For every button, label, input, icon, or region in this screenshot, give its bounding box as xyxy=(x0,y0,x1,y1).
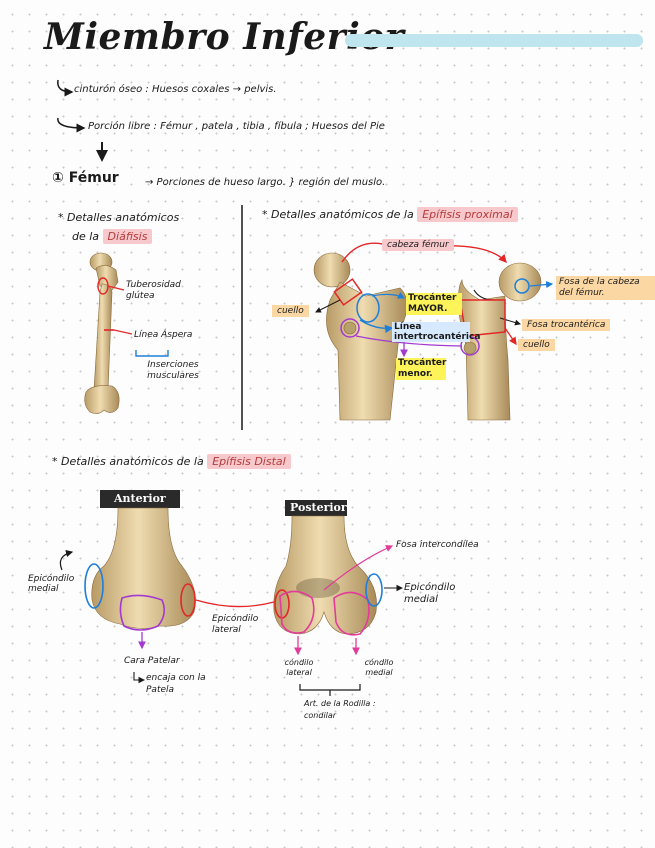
label-linea-aspera: Línea Áspera xyxy=(134,330,193,340)
femur-heading: ① Fémur xyxy=(52,170,119,186)
epicondilo-lateral-marker-left xyxy=(180,583,196,617)
trocanter-menor-marker-left xyxy=(340,318,360,338)
proximal-heading-prefix: * Detalles anatómicos de la xyxy=(262,208,414,221)
label-posterior: Posterior xyxy=(290,501,347,514)
label-anterior: Anterior xyxy=(114,492,166,505)
femur-description: → Porciones de hueso largo. } región del… xyxy=(145,177,386,188)
intro-arrow-1 xyxy=(57,79,74,97)
intro-line-2: Porción libre : Fémur , patela , tibia ,… xyxy=(88,121,385,132)
label-fosa-trocanterica: Fosa trocantérica xyxy=(522,319,611,331)
distal-heading-highlight: Epífisis Distal xyxy=(207,454,291,469)
cara-patelar-marker xyxy=(119,594,166,631)
diafisis-heading-line1: * Detalles anatómicos xyxy=(58,211,180,224)
label-art-rodilla: Art. de la Rodilla : condilar xyxy=(304,699,376,720)
label-cara-patelar: Cara Patelar xyxy=(124,656,180,666)
diafisis-heading-line2: de la Diáfisis xyxy=(72,229,153,244)
label-fosa-intercondilea: Fosa intercondílea xyxy=(396,540,479,550)
label-trocanter-menor: Trocánter menor. xyxy=(396,358,447,380)
distal-posterior-illustration xyxy=(273,500,377,635)
label-fosa-cabeza: Fosa de la cabeza del fémur. xyxy=(556,276,655,300)
label-linea-inter: Línea intertrocantérica xyxy=(392,322,481,342)
label-condilo-lateral: cóndilo lateral xyxy=(284,658,314,677)
label-cabeza-text: cabeza fémur xyxy=(382,239,454,251)
condilo-lateral-marker xyxy=(279,590,315,634)
label-fosa-trocanterica-text: Fosa trocantérica xyxy=(522,319,611,331)
femur-full-illustration xyxy=(84,252,120,414)
label-epicondilo-medial-left: Epicóndilo medial xyxy=(28,574,75,594)
proximal-heading-highlight: Epífisis proximal xyxy=(417,207,518,222)
distal-anterior-illustration xyxy=(91,490,196,629)
label-cabeza: cabeza fémur xyxy=(382,239,454,251)
label-cuello-right-text: cuello xyxy=(518,339,555,351)
femur-number: ① xyxy=(52,170,64,186)
trocanter-mayor-marker xyxy=(356,293,380,323)
label-cuello-left: cuello xyxy=(272,305,309,317)
diafisis-heading-highlight: Diáfisis xyxy=(102,229,153,244)
label-tuberosidad: Tuberosidad glútea xyxy=(126,280,181,301)
intro-arrow-2 xyxy=(57,117,86,133)
cuello-marker xyxy=(333,278,363,306)
label-epicondilo-lateral: Epicóndilo lateral xyxy=(212,614,259,635)
label-encaja: encaja con la Patela xyxy=(146,673,206,695)
epicondilo-medial-marker-left xyxy=(84,563,104,609)
fosa-cabeza-marker xyxy=(514,278,530,294)
title-highlight-bar xyxy=(345,34,643,47)
intro-line-1: cinturón óseo : Huesos coxales → pelvis. xyxy=(74,84,277,95)
page-title: Miembro Inferior xyxy=(44,16,405,58)
diafisis-heading-middle: de la xyxy=(72,230,100,243)
distal-heading: * Detalles anatómicos de la Epífisis Dis… xyxy=(52,454,291,469)
label-cuello-right: cuello xyxy=(518,339,555,351)
label-epicondilo-medial-right: Epicóndilo medial xyxy=(404,582,456,605)
proximal-femur-illustration xyxy=(313,252,542,421)
label-trocanter-mayor: Trocánter MAYOR. xyxy=(406,293,462,315)
epicondilo-medial-marker-right xyxy=(365,573,383,607)
condilo-medial-marker xyxy=(333,591,370,636)
femur-name: Fémur xyxy=(68,170,119,186)
art-rodilla-bracket xyxy=(299,684,361,691)
label-condilo-medial: cóndilo medial xyxy=(364,658,394,677)
label-inserciones: Inserciones musculares xyxy=(147,360,199,381)
label-cuello-left-text: cuello xyxy=(272,305,309,317)
linea-aspera-bracket xyxy=(135,350,169,357)
distal-heading-prefix: * Detalles anatómicos de la xyxy=(52,455,204,468)
proximal-heading: * Detalles anatómicos de la Epífisis pro… xyxy=(262,207,518,222)
